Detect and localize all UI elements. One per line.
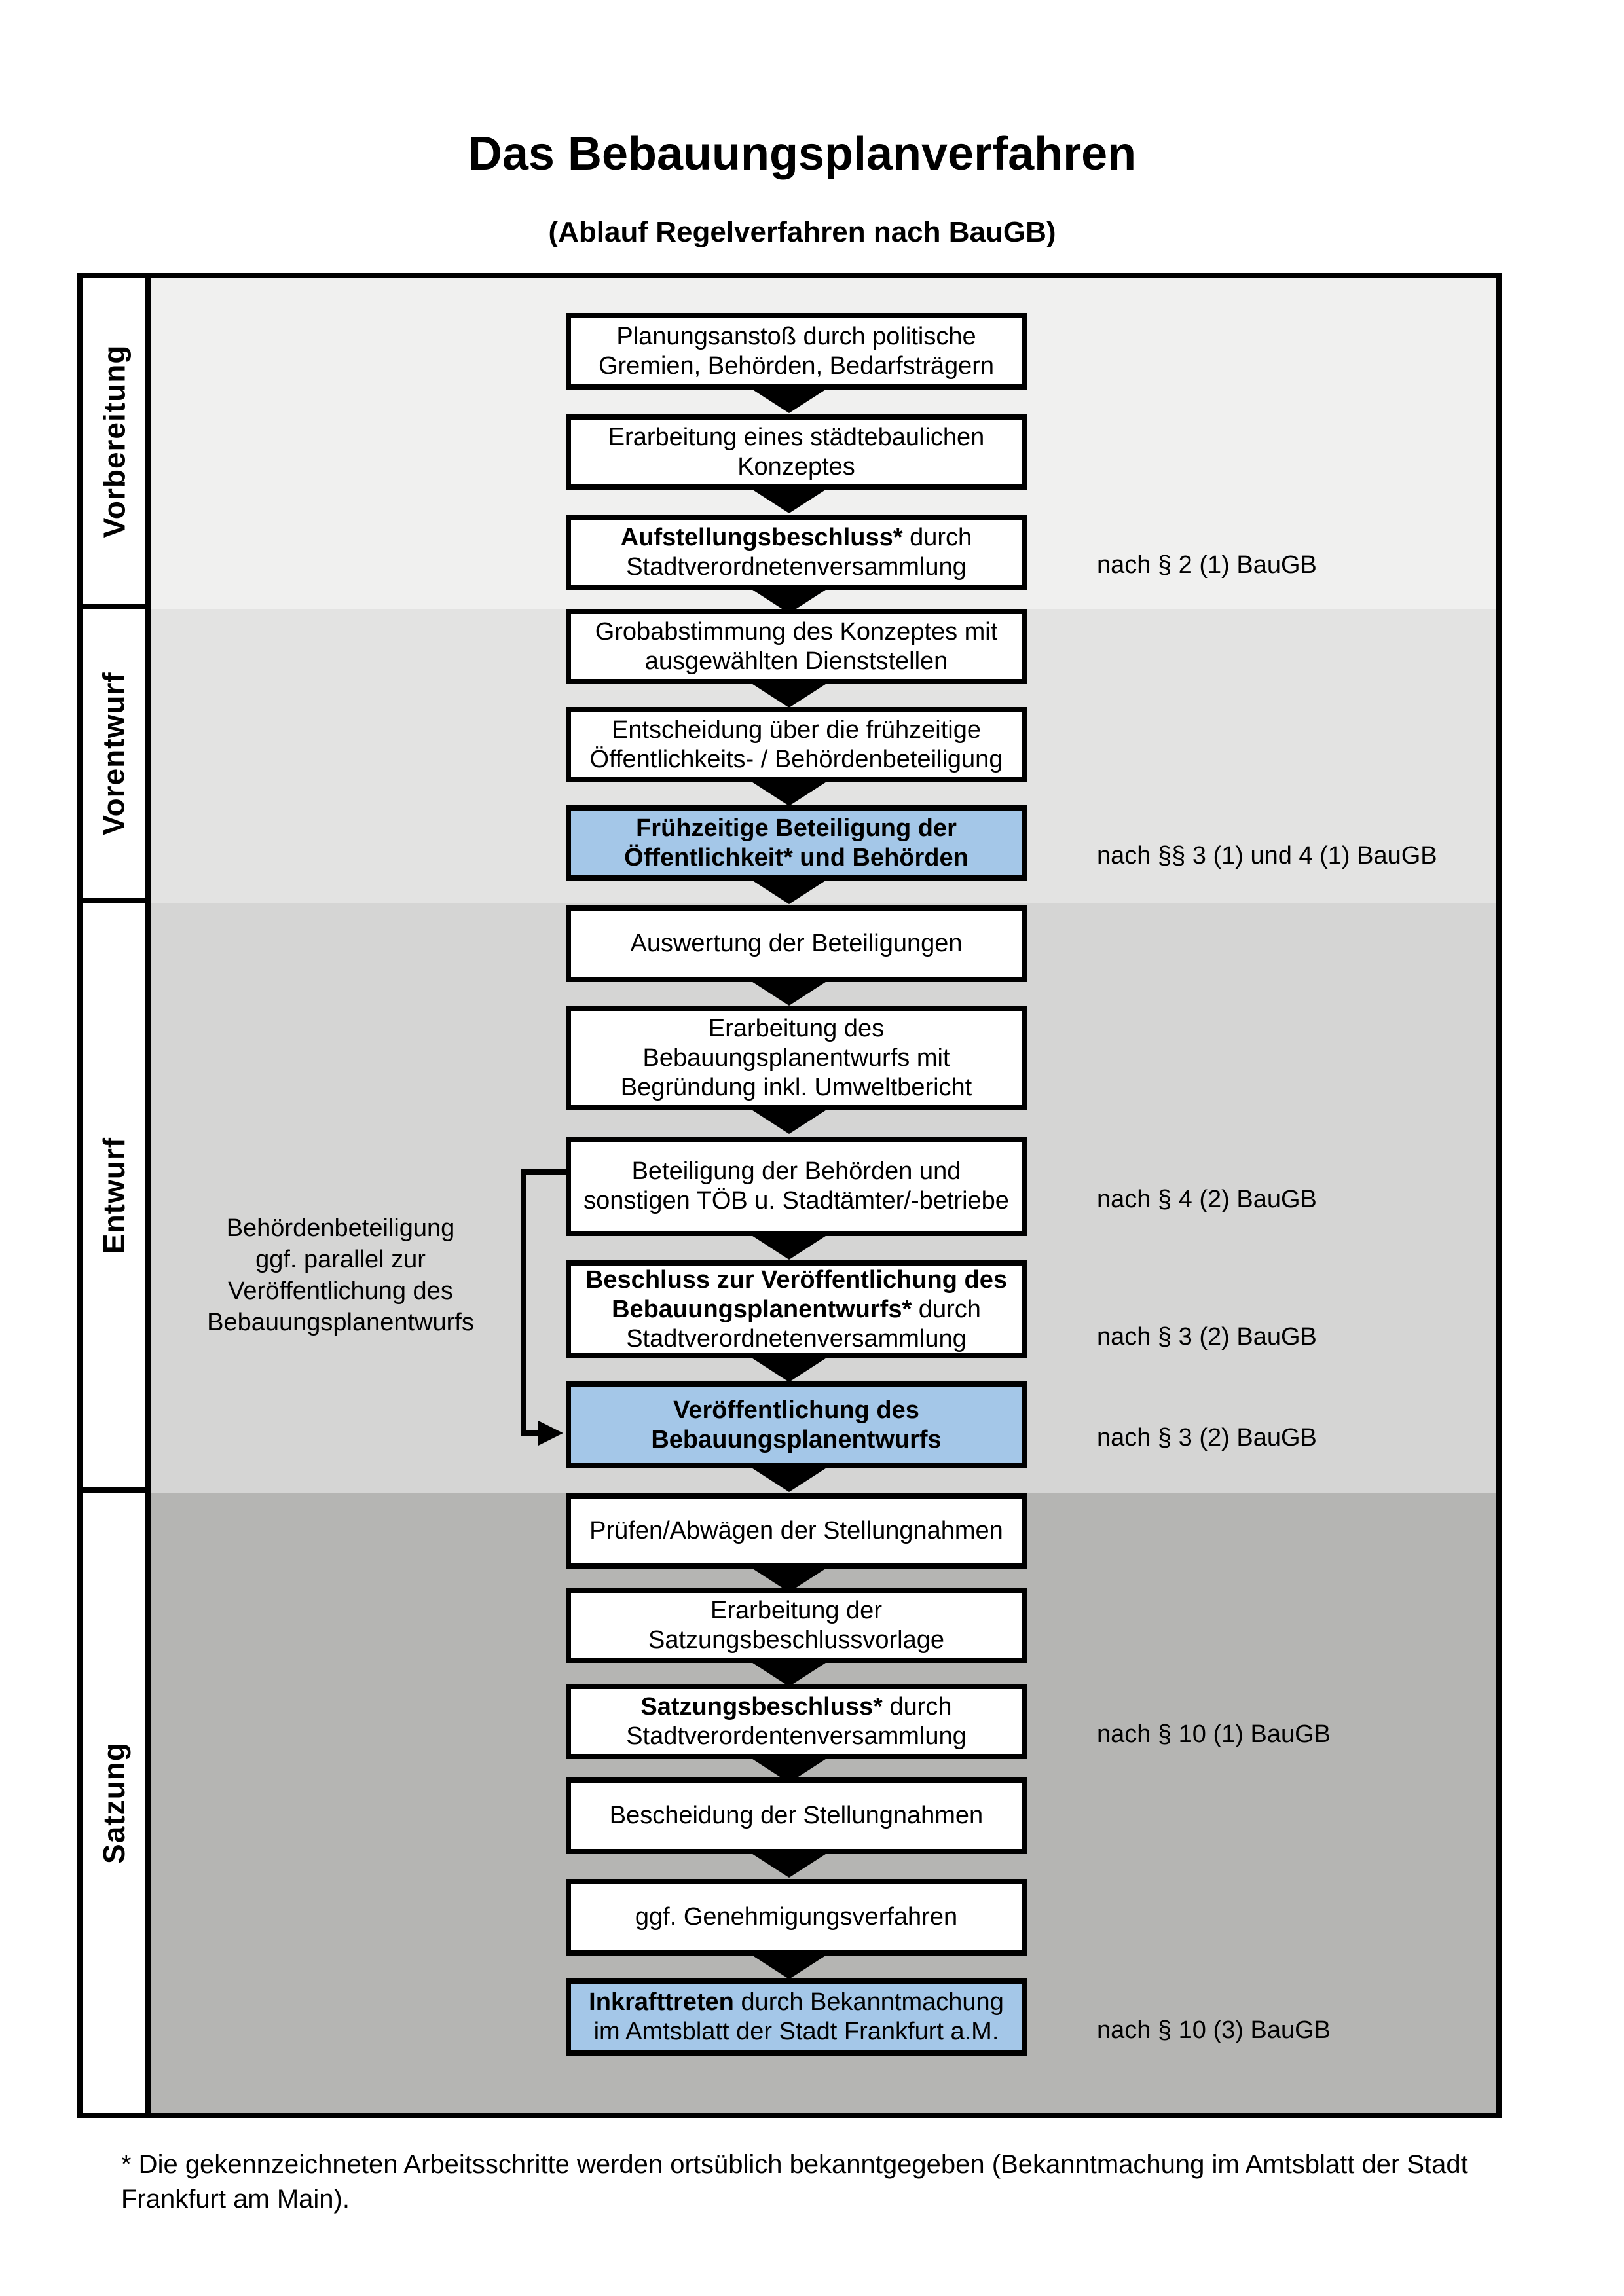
flow-step-pruefen-abwaegen-stellungnahmen: Prüfen/Abwägen der Stellungnahmen: [566, 1493, 1027, 1569]
flow-arrow-down-icon: [748, 780, 830, 806]
flow-step-entscheidung-fruehzeitige-beteiligung: Entscheidung über die frühzeitige Öffent…: [566, 707, 1027, 782]
flow-step-label: Beschluss zur Veröffentlichung des Bebau…: [585, 1266, 1008, 1353]
parallel-connector-arrowhead-icon: [538, 1421, 563, 1446]
flow-step-satzungsbeschluss: Satzungsbeschluss* durch Stadtverordente…: [566, 1684, 1027, 1759]
flow-step-genehmigungsverfahren: ggf. Genehmigungsverfahren: [566, 1879, 1027, 1956]
flow-arrow-down-icon: [748, 1953, 830, 1979]
flow-step-label: Prüfen/Abwägen der Stellungnahmen: [589, 1517, 1003, 1544]
flow-step-beteiligung-behoerden-toeb: Beteiligung der Behörden und sonstigen T…: [566, 1137, 1027, 1236]
legal-reference-veroeffentlichung-entwurf: nach § 3 (2) BauGB: [1097, 1424, 1317, 1451]
flow-step-label: Erarbeitung der Satzungsbeschlussvorlage: [648, 1596, 945, 1654]
legal-reference-inkrafttreten: nach § 10 (3) BauGB: [1097, 2016, 1331, 2044]
flow-step-satzungsbeschlussvorlage: Erarbeitung der Satzungsbeschlussvorlage: [566, 1588, 1027, 1663]
legal-reference-satzungsbeschluss: nach § 10 (1) BauGB: [1097, 1721, 1331, 1748]
flow-arrow-down-icon: [748, 1108, 830, 1134]
flow-step-label: Beteiligung der Behörden und sonstigen T…: [583, 1157, 1009, 1214]
flow-step-label: Aufstellungsbeschluss* durch Stadtverord…: [620, 523, 972, 581]
phase-label-vorentwurf: Vorentwurf: [83, 609, 151, 903]
flow-step-label: Satzungsbeschluss* durch Stadtverordente…: [626, 1692, 967, 1750]
flow-step-bescheidung-stellungnahmen: Bescheidung der Stellungnahmen: [566, 1777, 1027, 1854]
parallel-connector-top: [521, 1169, 566, 1175]
flow-step-veroeffentlichung-entwurf: Veröffentlichung des Bebauungsplanentwur…: [566, 1381, 1027, 1468]
page-title: Das Bebauungsplanverfahren: [468, 128, 1137, 180]
footnote: * Die gekennzeichneten Arbeitsschritte w…: [121, 2150, 1468, 2214]
phase-label-text: Vorentwurf: [97, 672, 131, 835]
flow-arrow-down-icon: [748, 1233, 830, 1260]
flow-step-inkrafttreten: Inkrafttreten durch Bekanntmachung im Am…: [566, 1978, 1027, 2056]
flow-step-auswertung-beteiligungen: Auswertung der Beteiligungen: [566, 905, 1027, 982]
flow-step-label: Planungsanstoß durch politische Gremien,…: [598, 322, 995, 380]
phase-label-satzung: Satzung: [83, 1493, 151, 2113]
legal-reference-aufstellungsbeschluss: nach § 2 (1) BauGB: [1097, 551, 1317, 579]
page-subtitle: (Ablauf Regelverfahren nach BauGB): [548, 216, 1056, 248]
flow-step-label: Bescheidung der Stellungnahmen: [609, 1802, 984, 1829]
flow-arrow-down-icon: [748, 878, 830, 904]
flow-step-label: Grobabstimmung des Konzeptes mit ausgewä…: [595, 617, 998, 675]
flow-step-erarbeitung-bebauungsplanentwurf: Erarbeitung des Bebauungsplanentwurfs mi…: [566, 1006, 1027, 1110]
flow-arrow-down-icon: [748, 1660, 830, 1686]
phase-label-entwurf: Entwurf: [83, 903, 151, 1493]
flow-arrow-down-icon: [748, 387, 830, 413]
flow-arrow-down-icon: [748, 1356, 830, 1382]
flow-step-label: Erarbeitung eines städtebaulichen Konzep…: [608, 423, 985, 481]
flow-step-staedtebauliches-konzept: Erarbeitung eines städtebaulichen Konzep…: [566, 414, 1027, 490]
flow-step-planungsanstoss: Planungsanstoß durch politische Gremien,…: [566, 313, 1027, 390]
flow-step-label: Auswertung der Beteiligungen: [630, 930, 963, 957]
flow-step-label: Erarbeitung des Bebauungsplanentwurfs mi…: [620, 1014, 972, 1101]
legal-reference-fruehzeitige-beteiligung: nach §§ 3 (1) und 4 (1) BauGB: [1097, 842, 1437, 869]
flow-step-beschluss-veroeffentlichung: Beschluss zur Veröffentlichung des Bebau…: [566, 1260, 1027, 1358]
flow-step-aufstellungsbeschluss: Aufstellungsbeschluss* durch Stadtverord…: [566, 515, 1027, 590]
legal-reference-beteiligung-behoerden-toeb: nach § 4 (2) BauGB: [1097, 1185, 1317, 1213]
flow-arrow-down-icon: [748, 1851, 830, 1878]
phase-label-vorbereitung: Vorbereitung: [83, 278, 151, 609]
flow-step-grobabstimmung-konzept: Grobabstimmung des Konzeptes mit ausgewä…: [566, 609, 1027, 684]
flow-step-fruehzeitige-beteiligung: Frühzeitige Beteiligung der Öffentlichke…: [566, 805, 1027, 881]
flow-arrow-down-icon: [748, 682, 830, 708]
parallel-connector-bottom: [521, 1430, 541, 1436]
phase-label-text: Satzung: [97, 1741, 132, 1864]
legal-reference-beschluss-veroeffentlichung: nach § 3 (2) BauGB: [1097, 1322, 1317, 1351]
flow-arrow-down-icon: [748, 487, 830, 513]
flow-step-label: Entscheidung über die frühzeitige Öffent…: [589, 716, 1003, 773]
phase-label-text: Entwurf: [97, 1137, 132, 1254]
flow-arrow-down-icon: [748, 979, 830, 1006]
parallel-connector-vertical: [521, 1169, 526, 1436]
flow-step-label: Frühzeitige Beteiligung der Öffentlichke…: [624, 814, 969, 871]
flow-arrow-down-icon: [748, 1466, 830, 1492]
phase-label-text: Vorbereitung: [97, 344, 132, 538]
side-annotation: Behördenbeteiligung ggf. parallel zur Ve…: [207, 1214, 474, 1336]
flow-step-label: Inkrafttreten durch Bekanntmachung im Am…: [589, 1988, 1004, 2045]
flow-step-label: ggf. Genehmigungsverfahren: [635, 1903, 958, 1931]
flow-step-label: Veröffentlichung des Bebauungsplanentwur…: [651, 1396, 942, 1453]
